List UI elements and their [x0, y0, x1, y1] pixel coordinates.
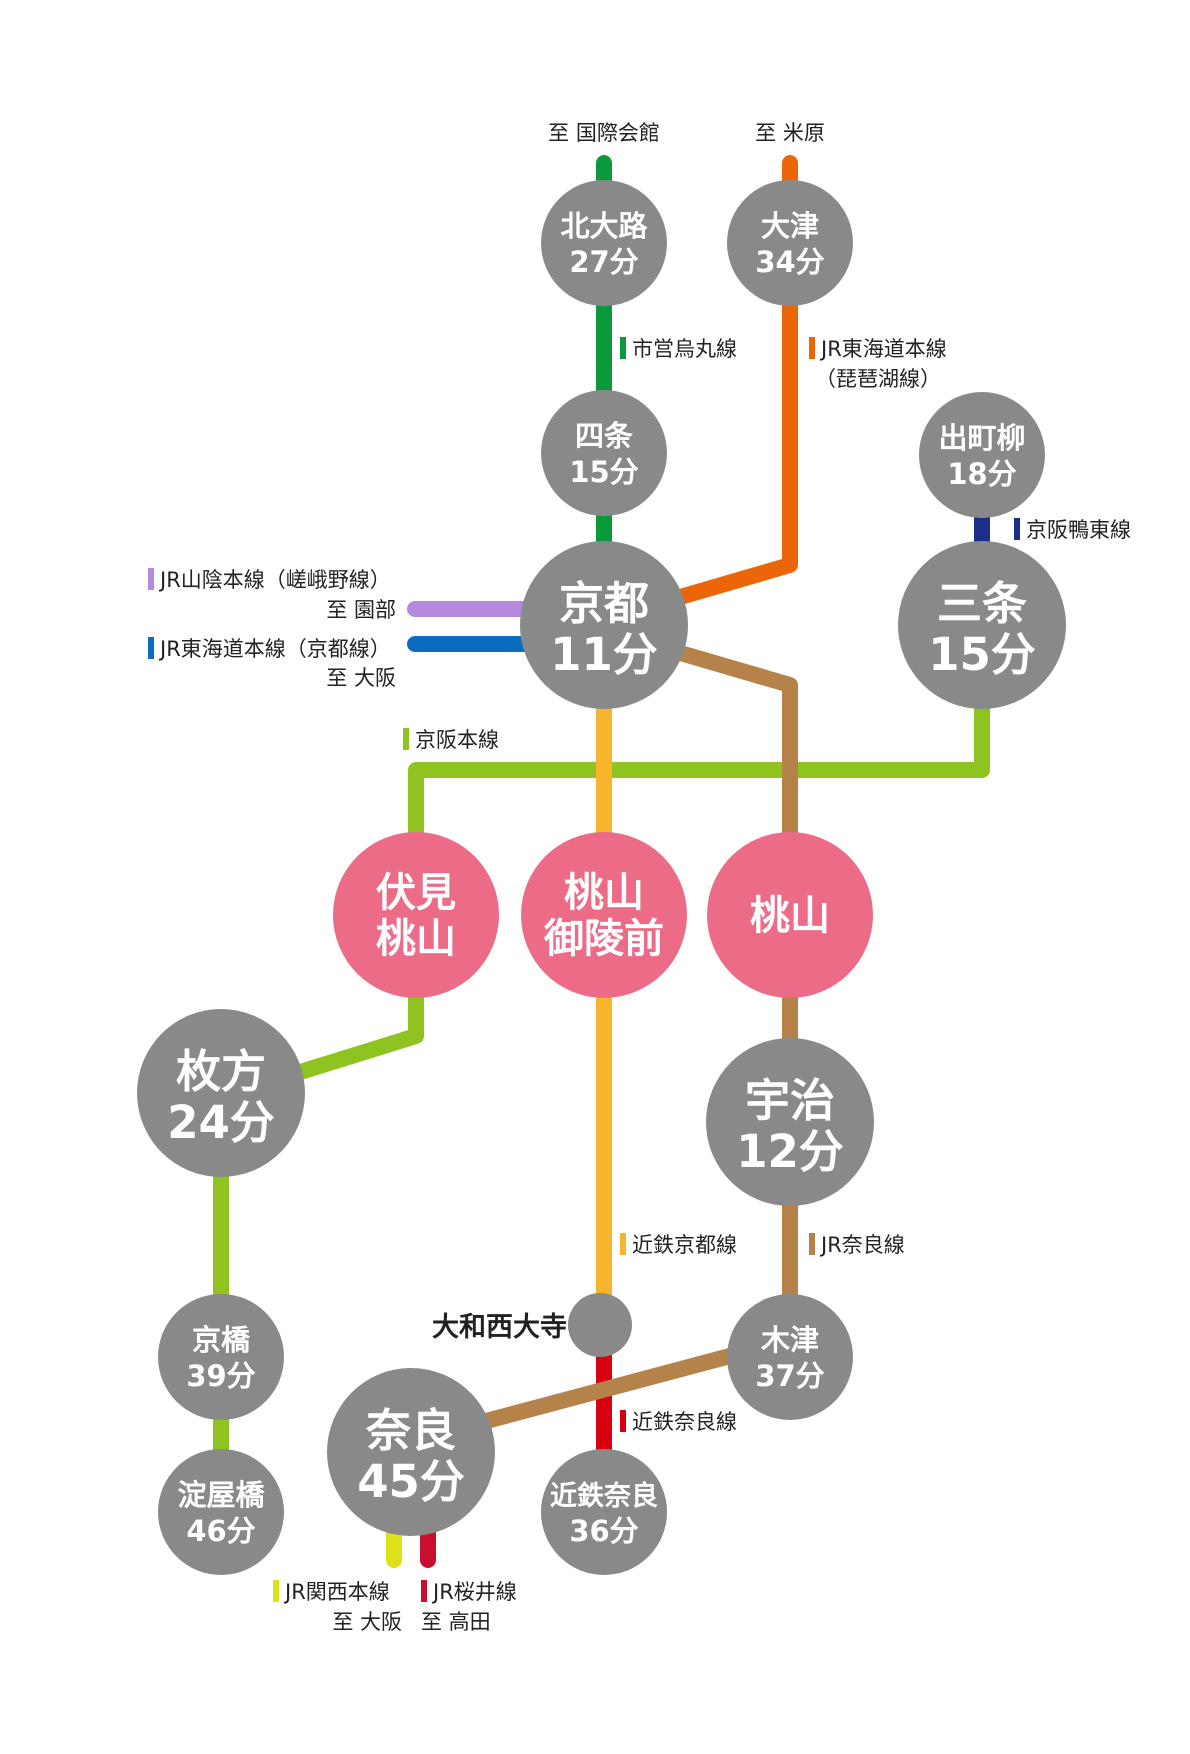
svg-text:36分: 36分: [569, 1514, 638, 1548]
biwako-label-2: （琵琶湖線）: [815, 367, 941, 391]
kyoto-line-swatch: [148, 637, 154, 659]
svg-text:出町柳: 出町柳: [938, 421, 1025, 455]
keihan-oto-label: 京阪鴨東線: [1026, 518, 1131, 542]
svg-text:四条: 四条: [575, 419, 633, 453]
jr-nara-swatch: [809, 1233, 815, 1255]
station-kizu[interactable]: 木津 37分: [727, 1294, 853, 1420]
station-fushimi-momoyama[interactable]: 伏見 桃山: [333, 832, 499, 998]
station-sanjo[interactable]: 三条 15分: [898, 541, 1066, 709]
terminal-maibara-label: 至 米原: [755, 121, 825, 145]
svg-text:37分: 37分: [755, 1359, 824, 1393]
sanin-swatch: [148, 568, 154, 590]
svg-text:京都: 京都: [559, 577, 649, 630]
svg-text:39分: 39分: [186, 1359, 255, 1393]
jr-nara-label: JR奈良線: [819, 1233, 905, 1257]
sakurai-swatch: [421, 1580, 427, 1602]
station-kitaoji[interactable]: 北大路 27分: [541, 180, 667, 306]
svg-text:34分: 34分: [755, 245, 824, 279]
svg-text:奈良: 奈良: [365, 1404, 456, 1457]
station-shijo[interactable]: 四条 15分: [541, 390, 667, 516]
station-kyobashi[interactable]: 京橋 39分: [158, 1294, 284, 1420]
svg-text:伏見: 伏見: [376, 870, 456, 916]
svg-text:桃山: 桃山: [376, 916, 456, 962]
biwako-swatch: [809, 337, 815, 359]
svg-text:京橋: 京橋: [192, 1323, 251, 1357]
karasuma-label: 市営烏丸線: [632, 337, 737, 361]
keihan-label: 京阪本線: [415, 728, 499, 752]
line-labels: 至 国際会館 至 米原 市営烏丸線 JR東海道本線 （琵琶湖線） 京阪鴨東線 J…: [148, 121, 1131, 1634]
svg-text:淀屋橋: 淀屋橋: [177, 1478, 265, 1512]
svg-text:三条: 三条: [937, 577, 1027, 630]
kyoto-line-label-2: 至 大阪: [326, 666, 396, 690]
svg-text:大津: 大津: [761, 209, 819, 243]
terminal-kokusai-label: 至 国際会館: [548, 121, 660, 145]
station-yodoyabashi[interactable]: 淀屋橋 46分: [158, 1449, 284, 1575]
svg-text:15分: 15分: [928, 628, 1036, 681]
svg-text:45分: 45分: [357, 1455, 465, 1508]
svg-text:枚方: 枚方: [176, 1045, 266, 1098]
svg-text:桃山: 桃山: [750, 893, 830, 939]
station-kyoto[interactable]: 京都 11分: [520, 541, 688, 709]
station-hirakata[interactable]: 枚方 24分: [137, 1009, 305, 1177]
svg-text:御陵前: 御陵前: [543, 916, 664, 962]
sakurai-label-1: JR桜井線: [431, 1580, 517, 1604]
sanin-label-1: JR山陰本線（嵯峨野線）: [158, 568, 391, 592]
kintetsu-nara-swatch: [620, 1410, 626, 1432]
svg-text:北大路: 北大路: [560, 209, 648, 243]
svg-text:木津: 木津: [760, 1323, 819, 1357]
sanin-label-2: 至 園部: [326, 598, 396, 622]
station-kintetsu-nara[interactable]: 近鉄奈良 36分: [541, 1449, 667, 1575]
keihan-line-south: [260, 972, 424, 1090]
svg-text:宇治: 宇治: [745, 1074, 835, 1127]
kintetsu-kyoto-label: 近鉄京都線: [632, 1233, 737, 1257]
station-momoyama-goryomae[interactable]: 桃山 御陵前: [521, 832, 687, 998]
keihan-line: [408, 682, 990, 868]
svg-text:11分: 11分: [550, 628, 658, 681]
kyoto-line-label-1: JR東海道本線（京都線）: [158, 637, 391, 661]
station-yamato-saidaiji[interactable]: 大和西大寺: [432, 1293, 632, 1357]
kansai-main-label-1: JR関西本線: [283, 1580, 390, 1604]
saidaiji-label: 大和西大寺: [432, 1312, 567, 1343]
station-otsu[interactable]: 大津 34分: [727, 180, 853, 306]
svg-text:15分: 15分: [569, 455, 638, 489]
station-momoyama[interactable]: 桃山: [707, 832, 873, 998]
karasuma-swatch: [620, 337, 626, 359]
keihan-oto-swatch: [1014, 518, 1020, 540]
keihan-swatch: [403, 728, 409, 750]
stations: 北大路 27分 大津 34分 四条 15分 出町柳 18分 京都 11分: [137, 180, 1066, 1575]
kintetsu-kyoto-swatch: [620, 1233, 626, 1255]
svg-text:27分: 27分: [569, 245, 638, 279]
station-demachiyanagi[interactable]: 出町柳 18分: [919, 392, 1045, 518]
svg-text:12分: 12分: [736, 1125, 844, 1178]
svg-text:24分: 24分: [167, 1096, 275, 1149]
svg-text:桃山: 桃山: [564, 870, 644, 916]
station-uji[interactable]: 宇治 12分: [706, 1038, 874, 1206]
svg-text:近鉄奈良: 近鉄奈良: [550, 1480, 658, 1512]
kansai-main-swatch: [273, 1580, 279, 1602]
station-nara[interactable]: 奈良 45分: [327, 1368, 495, 1536]
biwako-label-1: JR東海道本線: [819, 337, 947, 361]
sakurai-label-2: 至 高田: [421, 1610, 491, 1634]
kintetsu-nara-label: 近鉄奈良線: [632, 1410, 737, 1434]
svg-text:46分: 46分: [186, 1514, 255, 1548]
svg-text:18分: 18分: [947, 457, 1016, 491]
kansai-main-label-2: 至 大阪: [332, 1610, 402, 1634]
